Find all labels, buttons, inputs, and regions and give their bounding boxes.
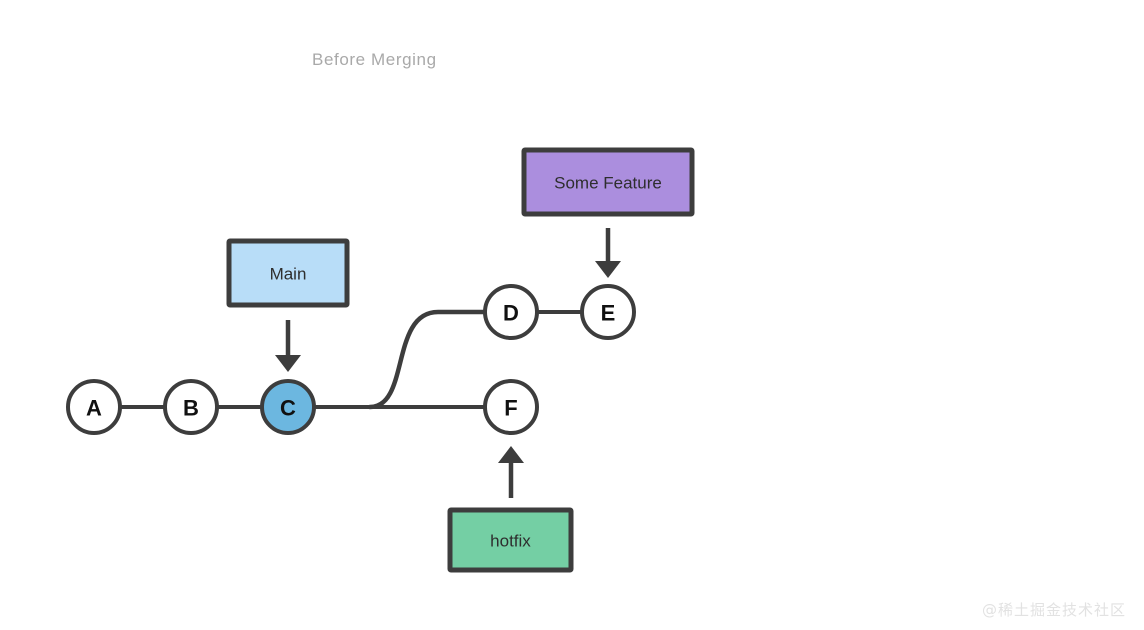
branch-label-text-hotfix: hotfix	[490, 532, 531, 551]
branch-label-text-main: Main	[270, 265, 307, 284]
commit-node-d[interactable]: D	[483, 284, 539, 340]
watermark: @稀土掘金技术社区	[981, 601, 1126, 619]
branch-label-hotfix[interactable]: hotfix	[447, 507, 574, 573]
commit-label-a: A	[86, 396, 102, 421]
commit-node-f[interactable]: F	[483, 379, 539, 435]
page-title: Before Merging	[312, 50, 437, 69]
branch-label-box-main[interactable]	[226, 238, 350, 308]
edges-layer	[119, 309, 583, 410]
arrow-head-icon	[498, 446, 524, 463]
commit-circle-f[interactable]	[483, 379, 539, 435]
branch-label-box-hotfix[interactable]	[447, 507, 574, 573]
arrow-head-icon	[275, 355, 301, 372]
commit-label-f: F	[504, 396, 517, 421]
arrow-feature-to-e	[595, 228, 621, 278]
commit-node-a[interactable]: A	[66, 379, 122, 435]
commit-label-c: C	[280, 396, 296, 421]
commit-circle-e[interactable]	[580, 284, 636, 340]
branch-label-text-feature: Some Feature	[554, 174, 662, 193]
branch-label-main[interactable]: Main	[226, 238, 350, 308]
commit-node-e[interactable]: E	[580, 284, 636, 340]
arrow-main-to-c	[275, 320, 301, 372]
commit-label-e: E	[601, 301, 616, 326]
commit-circle-c[interactable]	[260, 379, 316, 435]
arrow-head-icon	[595, 261, 621, 278]
commit-label-b: B	[183, 396, 199, 421]
commit-label-d: D	[503, 301, 519, 326]
commit-circle-d[interactable]	[483, 284, 539, 340]
branch-curve-c-d	[367, 309, 489, 410]
arrow-hotfix-to-f	[498, 446, 524, 498]
branch-labels-layer: Main Some Feature hotfix	[226, 147, 695, 573]
commit-circle-b[interactable]	[163, 379, 219, 435]
commit-nodes-layer: A B C D E F	[66, 284, 636, 435]
branch-label-feature[interactable]: Some Feature	[521, 147, 695, 217]
commit-node-b[interactable]: B	[163, 379, 219, 435]
branch-label-box-feature[interactable]	[521, 147, 695, 217]
commit-node-c[interactable]: C	[260, 379, 316, 435]
commit-circle-a[interactable]	[66, 379, 122, 435]
arrows-layer	[275, 228, 621, 498]
